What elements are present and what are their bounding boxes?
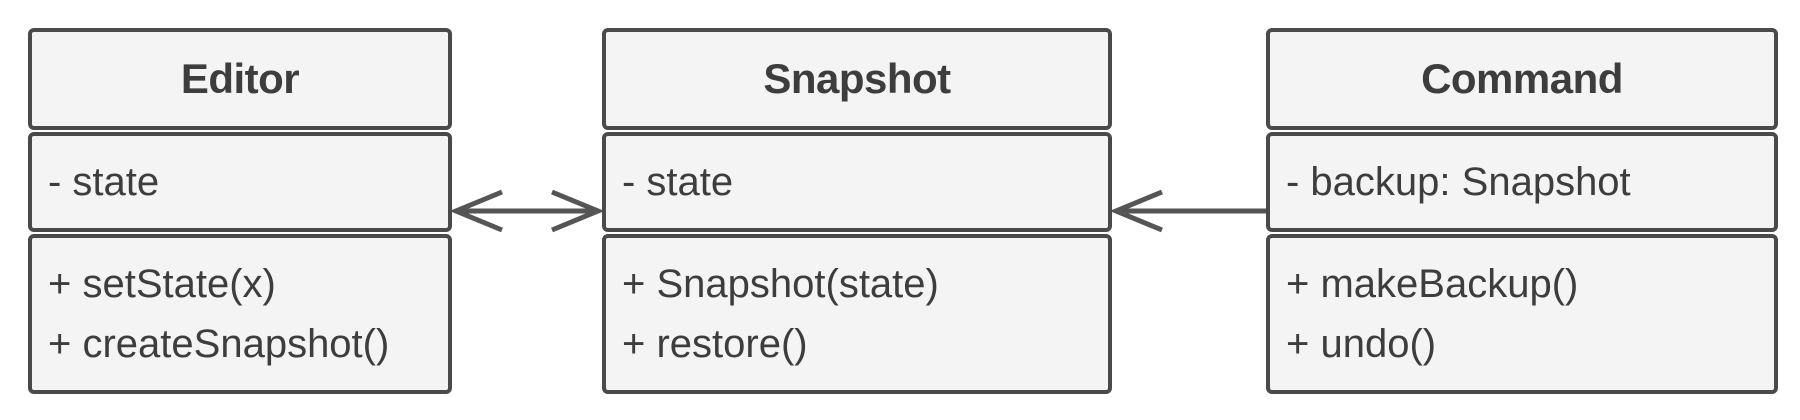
class-header: Snapshot xyxy=(602,28,1112,130)
method-item: + undo() xyxy=(1286,322,1437,366)
class-fields: - state xyxy=(602,132,1112,232)
class-snapshot: Snapshot - state + Snapshot(state) + res… xyxy=(602,28,1112,394)
method-item: + restore() xyxy=(622,322,808,366)
class-methods: + makeBackup() + undo() xyxy=(1266,234,1778,394)
method-item: + Snapshot(state) xyxy=(622,262,939,306)
class-fields: - backup: Snapshot xyxy=(1266,132,1778,232)
method-item: + setState(x) xyxy=(48,262,276,306)
field-item: - state xyxy=(622,160,734,204)
field-item: - state xyxy=(48,160,160,204)
method-item: + createSnapshot() xyxy=(48,322,390,366)
class-header: Command xyxy=(1266,28,1778,130)
class-name: Snapshot xyxy=(763,55,951,102)
class-fields: - state xyxy=(28,132,452,232)
method-item: + makeBackup() xyxy=(1286,262,1579,306)
field-item: - backup: Snapshot xyxy=(1286,160,1631,204)
class-editor: Editor - state + setState(x) + createSna… xyxy=(28,28,452,394)
class-name: Editor xyxy=(180,55,300,102)
class-command: Command - backup: Snapshot + makeBackup(… xyxy=(1266,28,1778,394)
class-methods: + Snapshot(state) + restore() xyxy=(602,234,1112,394)
class-name: Command xyxy=(1421,55,1623,102)
arrowhead-right-icon xyxy=(551,189,605,233)
arrowhead-left-icon xyxy=(1109,189,1163,233)
class-methods: + setState(x) + createSnapshot() xyxy=(28,234,452,394)
class-header: Editor xyxy=(28,28,452,130)
arrowhead-left-icon xyxy=(449,189,503,233)
